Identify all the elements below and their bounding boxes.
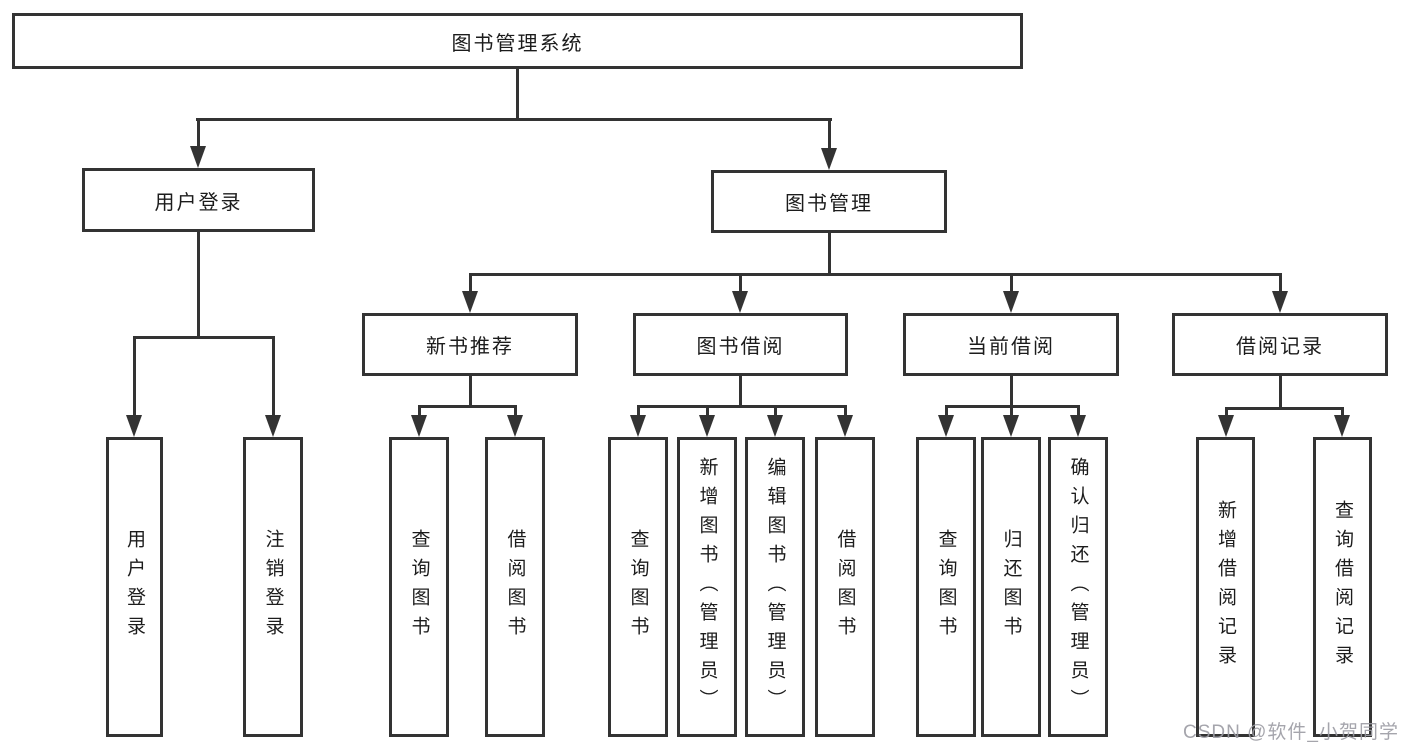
leaf-borrow-books-recommend-label: 借阅图书 xyxy=(504,529,526,645)
arrow-down-icon xyxy=(732,291,748,313)
arrow-down-icon xyxy=(1334,415,1350,437)
leaf-query-books-current-label: 查询图书 xyxy=(935,529,957,645)
node-user-login-label: 用户登录 xyxy=(154,191,243,214)
connector-line xyxy=(1279,273,1282,295)
connector-line xyxy=(637,405,640,419)
connector-line xyxy=(828,231,831,276)
arrow-down-icon xyxy=(126,415,142,437)
arrow-down-icon xyxy=(699,415,715,437)
arrow-down-icon xyxy=(1218,415,1234,437)
connector-line xyxy=(418,405,517,408)
arrow-down-icon xyxy=(821,148,837,170)
connector-line xyxy=(1010,405,1013,419)
arrow-down-icon xyxy=(1070,415,1086,437)
node-borrowing-records-label: 借阅记录 xyxy=(1236,336,1324,358)
node-root-system: 图书管理系统 xyxy=(12,13,1023,69)
node-book-management: 图书管理 xyxy=(711,170,947,233)
leaf-edit-books-admin: 编辑图书（管理员） xyxy=(745,437,805,737)
node-user-login: 用户登录 xyxy=(82,168,315,232)
leaf-add-books-admin: 新增图书（管理员） xyxy=(677,437,737,737)
arrow-down-icon xyxy=(1272,291,1288,313)
leaf-query-borrow-record-label: 查询借阅记录 xyxy=(1332,500,1353,674)
leaf-confirm-return-admin-label: 确认归还（管理员） xyxy=(1067,456,1089,718)
connector-line xyxy=(774,405,777,419)
connector-line xyxy=(418,405,421,419)
leaf-return-books-label: 归还图书 xyxy=(1000,529,1022,645)
arrow-down-icon xyxy=(265,415,281,437)
leaf-query-borrow-record: 查询借阅记录 xyxy=(1313,437,1372,737)
leaf-logout: 注销登录 xyxy=(243,437,303,737)
connector-line xyxy=(196,118,832,121)
connector-line xyxy=(514,405,517,419)
leaf-query-books-borrowing: 查询图书 xyxy=(608,437,668,737)
connector-line xyxy=(637,405,847,408)
node-root-label: 图书管理系统 xyxy=(451,32,584,55)
leaf-add-borrow-record: 新增借阅记录 xyxy=(1196,437,1255,737)
leaf-return-books: 归还图书 xyxy=(981,437,1041,737)
leaf-query-books-current: 查询图书 xyxy=(916,437,976,737)
leaf-user-login: 用户登录 xyxy=(106,437,163,737)
leaf-query-books-borrowing-label: 查询图书 xyxy=(627,529,649,645)
node-book-management-label: 图书管理 xyxy=(785,193,873,215)
connector-line xyxy=(706,405,709,419)
arrow-down-icon xyxy=(938,415,954,437)
csdn-watermark: CSDN @软件_小贺同学 xyxy=(1183,722,1399,743)
arrow-down-icon xyxy=(462,291,478,313)
arrow-down-icon xyxy=(630,415,646,437)
arrow-down-icon xyxy=(767,415,783,437)
arrow-down-icon xyxy=(837,415,853,437)
arrow-down-icon xyxy=(507,415,523,437)
connector-line xyxy=(1077,405,1080,419)
connector-line xyxy=(1010,273,1013,295)
connector-line xyxy=(1279,374,1282,410)
connector-line xyxy=(133,336,136,421)
connector-line xyxy=(844,405,847,419)
arrow-down-icon xyxy=(1003,291,1019,313)
leaf-confirm-return-admin: 确认归还（管理员） xyxy=(1048,437,1108,737)
arrow-down-icon xyxy=(411,415,427,437)
leaf-edit-books-admin-label: 编辑图书（管理员） xyxy=(764,456,786,718)
leaf-borrow-books: 借阅图书 xyxy=(815,437,875,737)
arrow-down-icon xyxy=(1003,415,1019,437)
leaf-add-borrow-record-label: 新增借阅记录 xyxy=(1215,500,1236,674)
node-current-borrowing-label: 当前借阅 xyxy=(967,336,1055,358)
connector-line xyxy=(739,273,742,295)
node-borrowing-records: 借阅记录 xyxy=(1172,313,1388,376)
node-new-book-recommend-label: 新书推荐 xyxy=(426,336,514,358)
connector-line xyxy=(469,273,472,295)
connector-line xyxy=(197,118,200,150)
connector-line xyxy=(516,69,519,121)
node-book-borrowing-label: 图书借阅 xyxy=(696,336,785,358)
connector-line xyxy=(469,273,1282,276)
leaf-query-books-recommend-label: 查询图书 xyxy=(408,529,430,645)
connector-line xyxy=(1010,374,1013,408)
connector-line xyxy=(272,336,275,421)
connector-line xyxy=(1341,407,1344,419)
arrow-down-icon xyxy=(190,146,206,168)
leaf-logout-label: 注销登录 xyxy=(262,529,284,645)
connector-line xyxy=(197,230,200,339)
connector-line xyxy=(469,374,472,408)
connector-line xyxy=(945,405,948,419)
leaf-query-books-recommend: 查询图书 xyxy=(389,437,449,737)
connector-line xyxy=(828,118,831,154)
connector-line xyxy=(1225,407,1228,419)
connector-line xyxy=(739,374,742,408)
node-current-borrowing: 当前借阅 xyxy=(903,313,1119,376)
connector-line xyxy=(133,336,274,339)
leaf-borrow-books-label: 借阅图书 xyxy=(834,529,856,645)
leaf-borrow-books-recommend: 借阅图书 xyxy=(485,437,545,737)
connector-line xyxy=(1225,407,1344,410)
leaf-add-books-admin-label: 新增图书（管理员） xyxy=(696,456,718,718)
node-new-book-recommend: 新书推荐 xyxy=(362,313,578,376)
leaf-user-login-label: 用户登录 xyxy=(124,529,145,645)
node-book-borrowing: 图书借阅 xyxy=(633,313,848,376)
